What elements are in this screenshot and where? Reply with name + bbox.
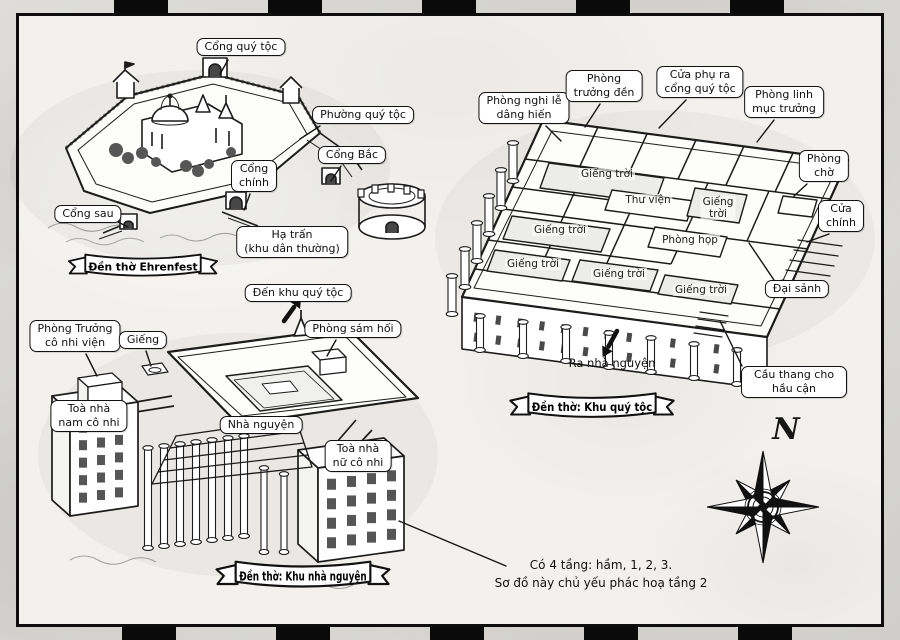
- banner-noble-quarter-text: Đền thờ: Khu quý tộc: [532, 400, 652, 414]
- banner-ehrenfest: Đền thờ Ehrenfest: [65, 248, 221, 286]
- floors-note: Có 4 tầng: hầm, 1, 2, 3. Sơ đồ này chủ y…: [494, 558, 708, 590]
- compass-rose: [706, 450, 820, 564]
- film-mark: [576, 0, 630, 13]
- film-mark: [268, 0, 322, 13]
- film-mark: [730, 0, 784, 13]
- banner-chapel: Đền thờ: Khu nhà nguyện: [212, 554, 394, 598]
- compass-center-diamond: [757, 501, 769, 513]
- film-mark: [122, 627, 176, 640]
- castle-trees: [109, 143, 236, 177]
- banner-noble-quarter: Đền thờ: Khu quý tộc: [506, 386, 678, 428]
- film-mark: [430, 627, 484, 640]
- banner-ehrenfest-text: Đền thờ Ehrenfest: [88, 260, 197, 273]
- film-mark: [114, 0, 168, 13]
- direction-arrow: [602, 345, 613, 358]
- north-label: N: [772, 412, 800, 447]
- film-mark: [422, 0, 476, 13]
- film-mark: [276, 627, 330, 640]
- banner-chapel-text: Đền thờ: Khu nhà nguyện: [239, 569, 366, 583]
- film-mark: [738, 627, 792, 640]
- film-mark: [584, 627, 638, 640]
